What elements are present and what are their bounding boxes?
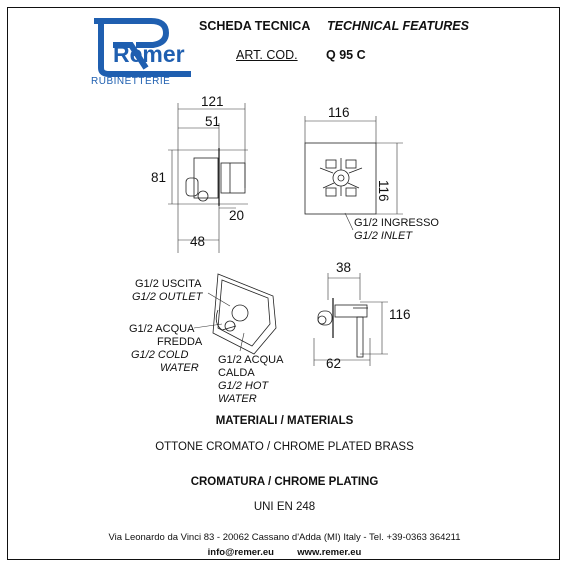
cold-label-en-2: WATER [160, 362, 199, 374]
hot-label-it-2: CALDA [218, 367, 255, 379]
materials-title: MATERIALI / MATERIALS [215, 415, 354, 427]
title-english: TECHNICAL FEATURES [327, 19, 469, 33]
footer-address: Via Leonardo da Vinci 83 - 20062 Cassano… [108, 532, 461, 543]
inlet-label-en: G1/2 INLET [354, 230, 413, 242]
plating-title: CROMATURA / CHROME PLATING [190, 476, 379, 488]
outlet-label-en: G1/2 OUTLET [132, 291, 203, 303]
logo-mark-icon [94, 18, 191, 77]
logo-wordmark: Remer [113, 41, 185, 67]
article-code-value: Q 95 C [326, 48, 366, 62]
footer-contacts: info@remer.eu www.remer.eu [8, 547, 561, 558]
dim-48: 48 [190, 234, 206, 249]
article-code-label: ART. COD. [236, 48, 298, 62]
dim-116-width: 116 [328, 105, 350, 120]
hot-label-en-2: WATER [218, 393, 257, 405]
dim-38: 38 [336, 260, 352, 275]
technical-drawings [168, 103, 403, 366]
side-view-drawing [168, 103, 248, 253]
front-view-drawing [304, 116, 403, 231]
cold-label-it-2: FREDDA [157, 336, 203, 348]
dim-116-lever: 116 [389, 307, 411, 322]
dim-81: 81 [151, 170, 167, 185]
remer-logo: Remer RUBINETTERIE [91, 16, 193, 87]
footer-email[interactable]: info@remer.eu [207, 547, 274, 558]
materials-value: OTTONE CROMATO / CHROME PLATED BRASS [155, 441, 414, 453]
inlet-label-it: G1/2 INGRESSO [354, 217, 439, 229]
footer-website[interactable]: www.remer.eu [297, 547, 362, 558]
dim-116-height: 116 [376, 180, 391, 202]
outlet-label-it: G1/2 USCITA [135, 278, 202, 290]
logo-subtitle: RUBINETTERIE [91, 76, 171, 87]
lever-view-drawing [313, 273, 388, 366]
hot-label-it-1: G1/2 ACQUA [218, 354, 284, 366]
iso-view-drawing [193, 273, 277, 355]
cold-label-it-1: G1/2 ACQUA [129, 323, 195, 335]
technical-sheet: Remer RUBINETTERIE SCHEDA TECNICA TECHNI… [7, 7, 560, 560]
title-italian: SCHEDA TECNICA [199, 19, 311, 33]
dim-121: 121 [201, 94, 224, 109]
plating-value: UNI EN 248 [253, 501, 316, 513]
hot-label-en-1: G1/2 HOT [218, 380, 269, 392]
cold-label-en-1: G1/2 COLD [131, 349, 189, 361]
dim-62: 62 [326, 356, 342, 371]
dim-20: 20 [229, 208, 245, 223]
dim-51: 51 [205, 114, 221, 129]
